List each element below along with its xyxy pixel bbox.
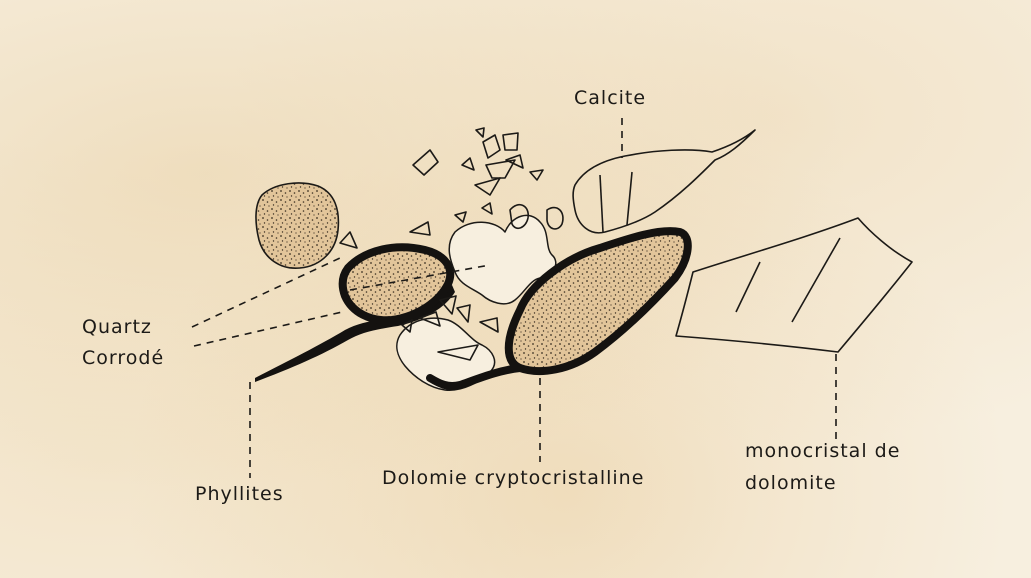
quartz-chip (340, 232, 357, 248)
leader-quartz-2 (194, 312, 342, 346)
label-corrode: Corrodé (82, 347, 164, 369)
monocrystal-cleavage-2 (792, 238, 840, 322)
label-monocristal-line2: dolomite (745, 472, 837, 494)
monocrystal-cleavage-1 (736, 262, 760, 312)
calcite-cleavage-2 (600, 175, 603, 232)
calcite-cleavage-1 (627, 172, 632, 225)
label-phyllites: Phyllites (195, 483, 284, 505)
label-calcite: Calcite (574, 87, 646, 109)
leader-quartz-1 (192, 258, 340, 327)
label-quartz: Quartz (82, 316, 152, 338)
label-monocristal-line1: monocristal de (745, 440, 900, 462)
label-dolomie-cryptocristalline: Dolomie cryptocristalline (382, 467, 644, 489)
dolomite-monocrystal (676, 218, 912, 352)
